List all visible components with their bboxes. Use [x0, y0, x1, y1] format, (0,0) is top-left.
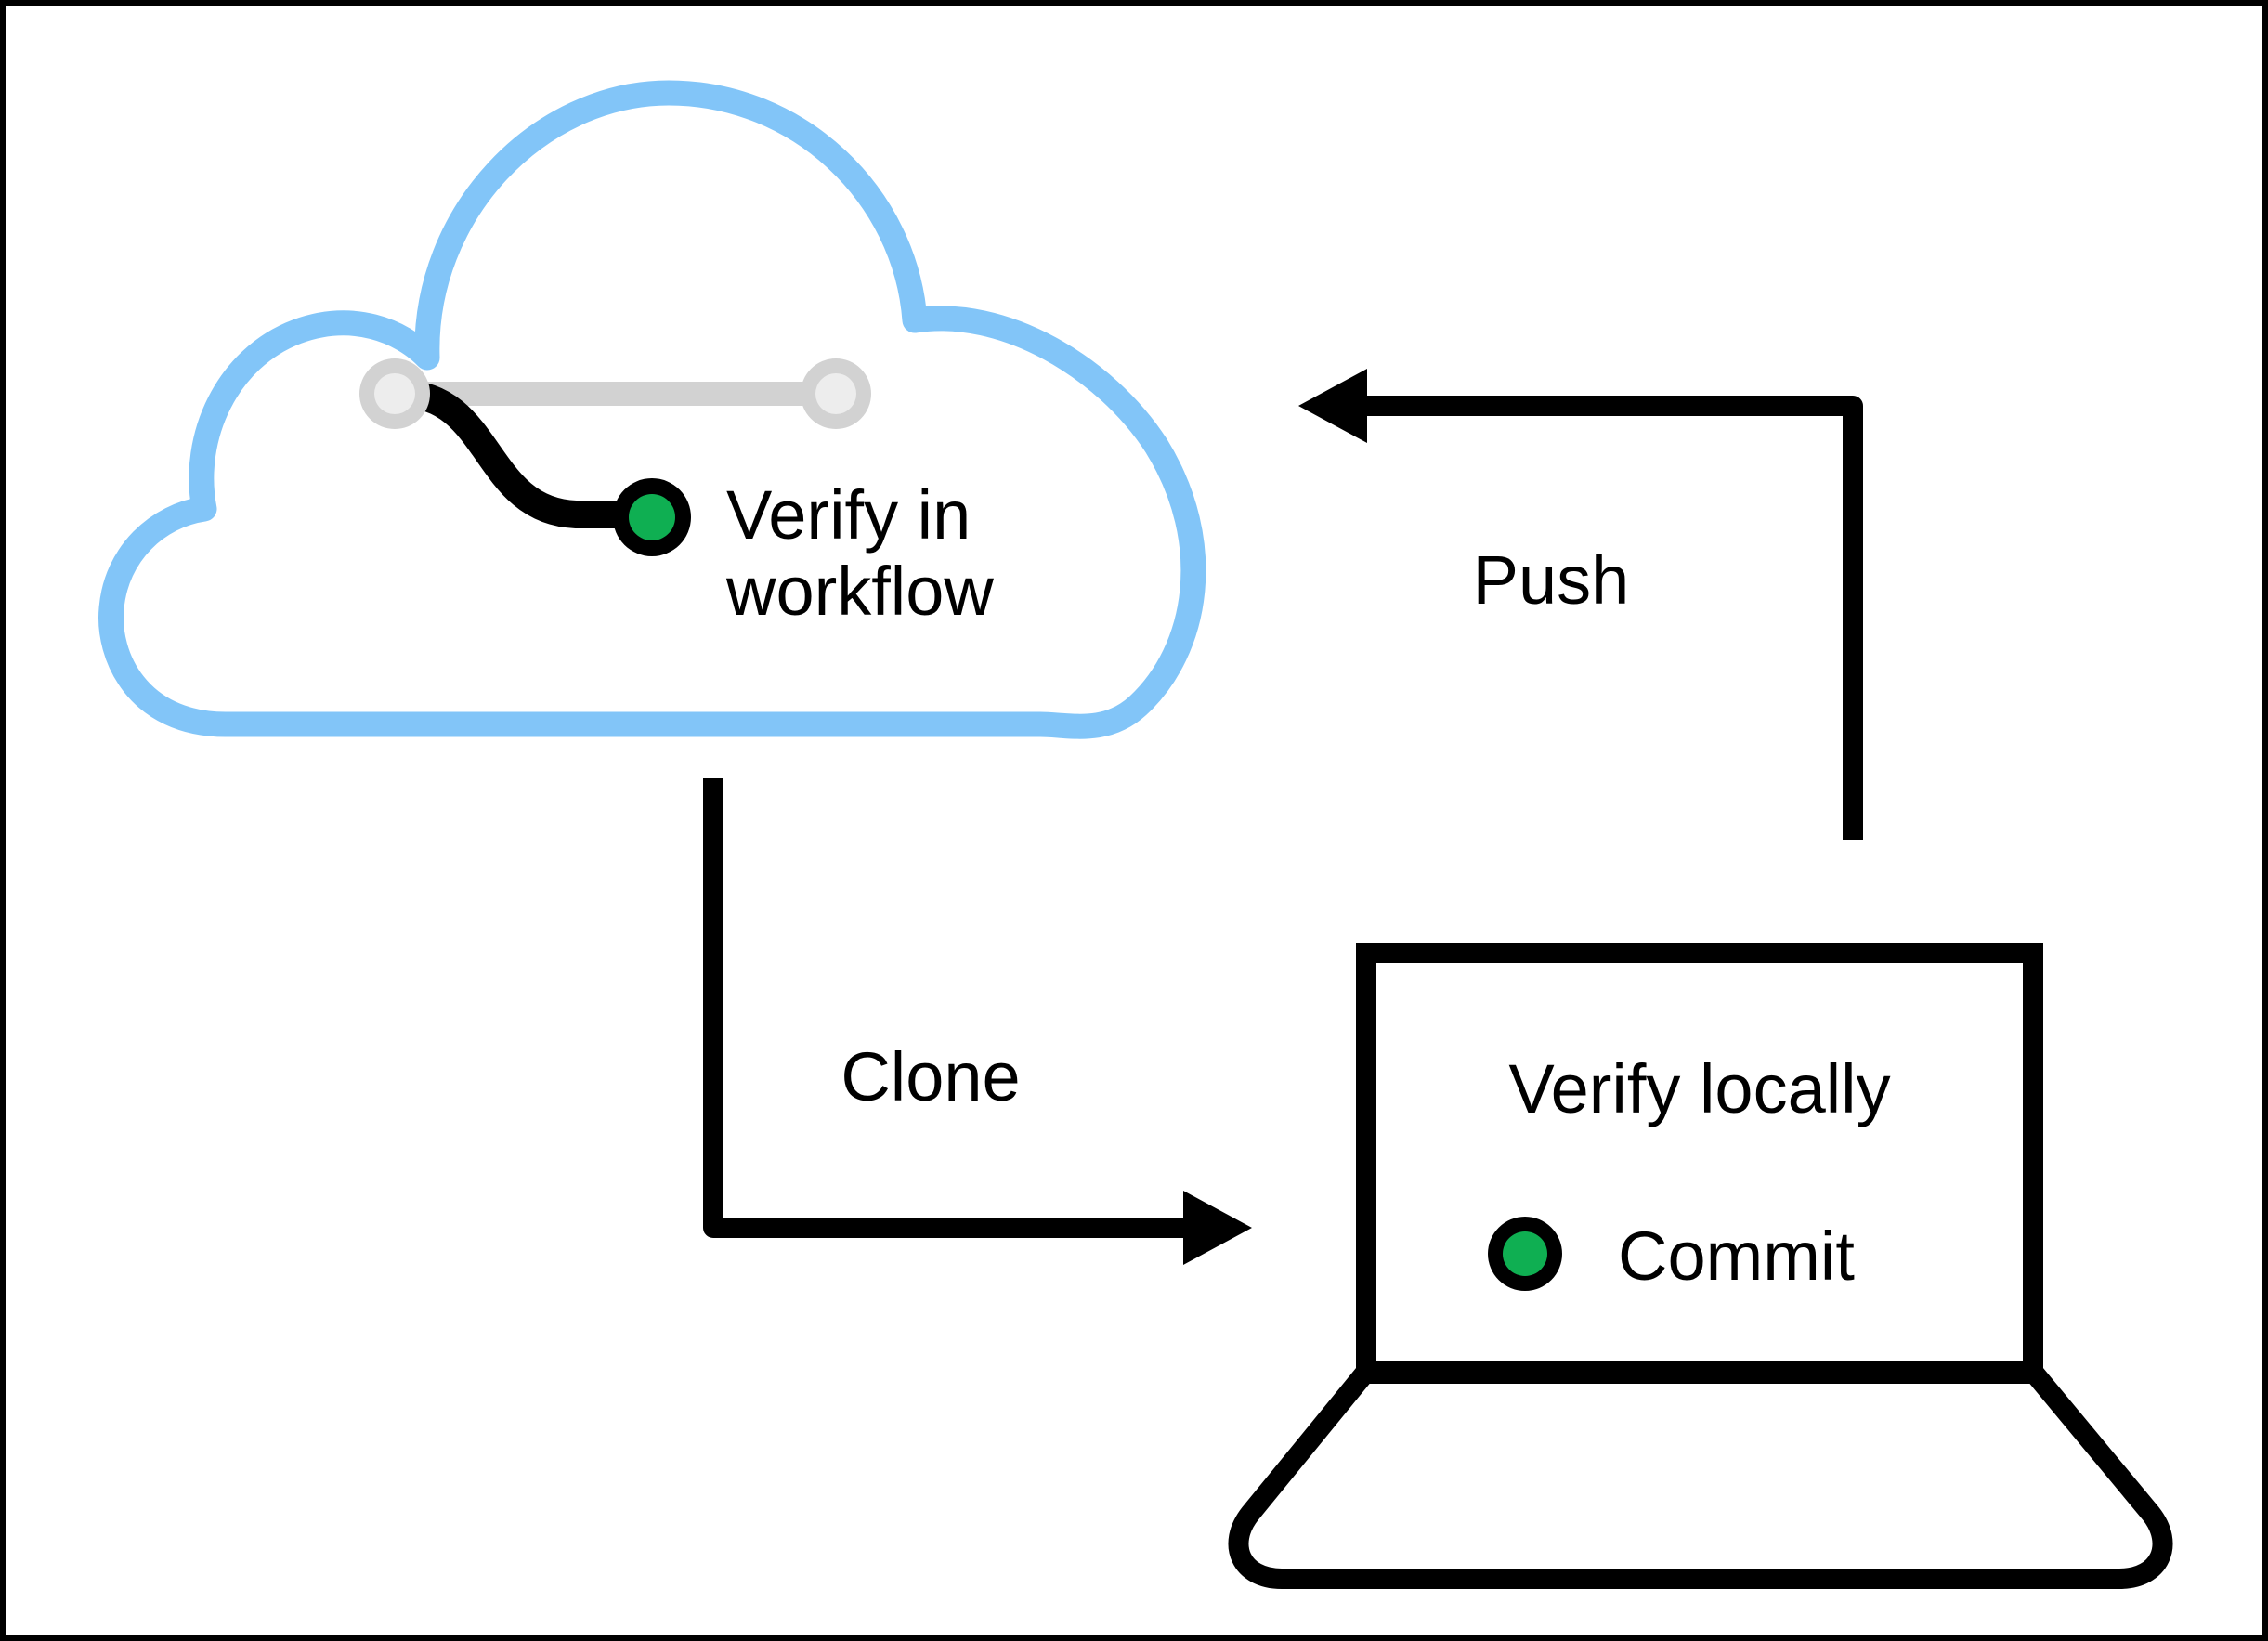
- cloud-label-line1: Verify in: [726, 476, 971, 554]
- laptop-screen: [1356, 943, 2043, 1382]
- laptop-commit-label: Commit: [1618, 1218, 1855, 1295]
- active-branch-curve: [387, 380, 655, 528]
- graph-node-head-commit: [801, 358, 871, 429]
- laptop-base: [1228, 1361, 2173, 1589]
- clone-arrow: Clone: [703, 778, 1252, 1265]
- cloud-label-line2: workflow: [725, 553, 994, 630]
- laptop-hinge: [1358, 1363, 2041, 1384]
- laptop-commit-dot: [1488, 1217, 1562, 1291]
- clone-arrow-line: [703, 778, 1200, 1238]
- laptop-screen-title: Verify locally: [1508, 1050, 1890, 1127]
- push-arrow: Push: [1298, 369, 1863, 840]
- push-arrow-head: [1298, 369, 1367, 443]
- push-arrow-line: [1349, 396, 1863, 840]
- graph-node-parent-commit: [359, 358, 430, 429]
- push-label: Push: [1473, 541, 1630, 619]
- remote-repository-cloud: Verify in workflow: [98, 80, 1206, 739]
- clone-label: Clone: [841, 1038, 1020, 1115]
- local-machine-laptop: Verify locally Commit: [1228, 943, 2173, 1589]
- cloud-outline: [98, 80, 1206, 739]
- clone-arrow-head: [1183, 1191, 1252, 1265]
- cloud-commit-dot: [613, 478, 691, 556]
